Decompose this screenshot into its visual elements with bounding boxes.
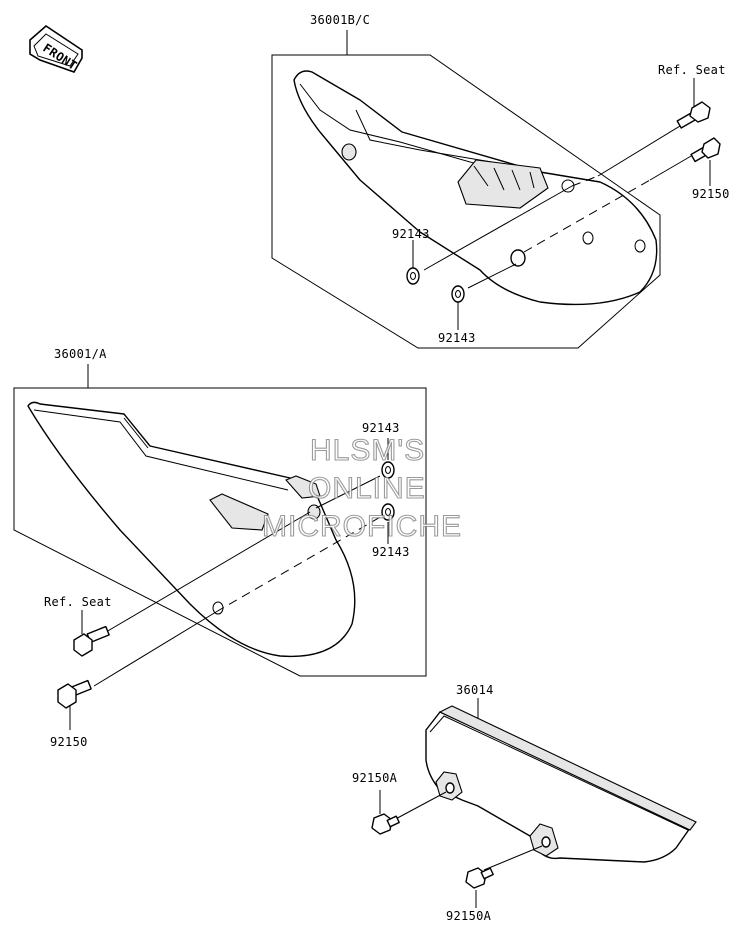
watermark-line-3: MICROFICHE [262,510,462,543]
label-36001bc: 36001B/C [310,13,370,27]
bolt-icon [57,679,92,709]
label-36001a: 36001/A [54,347,107,361]
label-92143-upper-a: 92143 [392,227,430,241]
watermark-line-2: ONLINE [308,472,426,505]
bolt-icon [690,137,721,163]
bolt-icon [371,813,400,835]
watermark: HLSM'S ONLINE MICROFICHE [261,433,462,543]
front-arrow-icon: FRONT [29,24,83,73]
bolt-icon [676,101,711,129]
label-92150a-lower: 92150A [446,909,492,923]
label-92150-left: 92150 [50,735,88,749]
label-ref-seat-right: Ref. Seat [658,63,726,77]
label-92143-mid-b: 92143 [372,545,410,559]
washer-icon [406,267,420,285]
label-92143-mid-a: 92143 [362,421,400,435]
bolt-icon [465,867,494,889]
label-36014: 36014 [456,683,494,697]
label-92150a-upper: 92150A [352,771,398,785]
label-ref-seat-left: Ref. Seat [44,595,112,609]
label-92143-upper-b: 92143 [438,331,476,345]
panel-36001bc [271,30,721,349]
chain-guard-36014 [371,698,697,908]
washer-icon [451,285,465,303]
panel-36001a [13,364,427,730]
label-92150-right: 92150 [692,187,730,201]
bolt-icon [73,625,110,657]
watermark-line-1: HLSM'S [310,434,425,467]
washer-icon [381,503,395,521]
washer-icon [381,461,395,479]
